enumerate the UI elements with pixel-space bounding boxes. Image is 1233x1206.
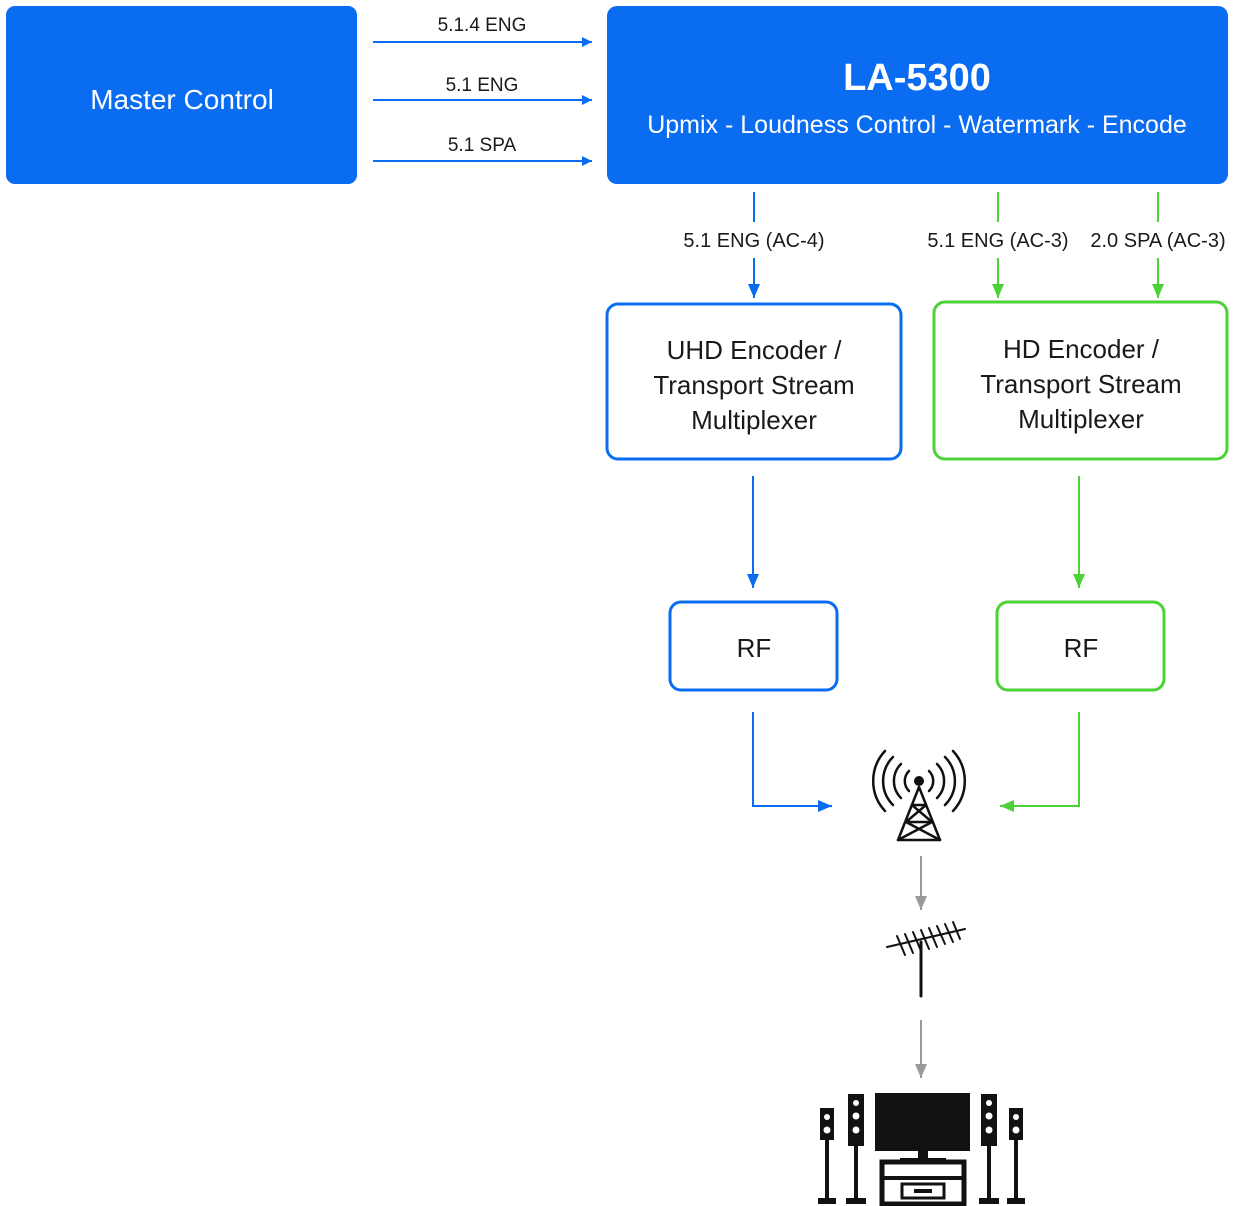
rf-uhd-label: RF <box>737 633 772 663</box>
rf-hd-box: RF <box>995 600 1166 692</box>
master-control-label: Master Control <box>90 84 274 115</box>
output-label-uhd: 5.1 ENG (AC-4) <box>683 230 824 252</box>
la5300-box: LA-5300 Upmix - Loudness Control - Water… <box>607 6 1228 184</box>
hd-encoder-line2: Transport Stream <box>980 369 1181 399</box>
hd-encoder-box: HD Encoder / Transport Stream Multiplexe… <box>932 300 1229 461</box>
tv-antenna-icon <box>886 921 966 998</box>
output-label-hd-eng: 5.1 ENG (AC-3) <box>927 230 1068 252</box>
rf-uhd-to-tower-arrow <box>752 712 832 812</box>
hd-encoder-line1: HD Encoder / <box>1003 334 1160 364</box>
rf-hd-to-tower-arrow <box>1000 712 1080 812</box>
hd-encoder-line3: Multiplexer <box>1018 404 1144 434</box>
output-arrows: 5.1 ENG (AC-4) 5.1 ENG (AC-3) 2.0 SPA (A… <box>683 192 1226 298</box>
rf-hd-label: RF <box>1064 633 1099 663</box>
la5300-subtitle: Upmix - Loudness Control - Watermark - E… <box>647 111 1187 139</box>
master-control-box: Master Control <box>6 6 357 184</box>
input-label-51-eng: 5.1 ENG <box>446 75 519 96</box>
input-label-51-spa: 5.1 SPA <box>448 135 517 156</box>
home-theater-icon <box>818 1093 1025 1206</box>
output-label-hd-spa: 2.0 SPA (AC-3) <box>1090 230 1225 252</box>
rf-uhd-box: RF <box>668 600 839 692</box>
broadcast-tower-icon <box>871 749 967 842</box>
uhd-encoder-line1: UHD Encoder / <box>667 335 843 365</box>
uhd-encoder-line2: Transport Stream <box>653 370 854 400</box>
uhd-encoder-box: UHD Encoder / Transport Stream Multiplex… <box>605 302 903 461</box>
la5300-title: LA-5300 <box>843 57 991 99</box>
uhd-encoder-line3: Multiplexer <box>691 405 817 435</box>
input-arrows: 5.1.4 ENG 5.1 ENG 5.1 SPA <box>373 15 592 166</box>
input-label-514-eng: 5.1.4 ENG <box>438 15 527 36</box>
